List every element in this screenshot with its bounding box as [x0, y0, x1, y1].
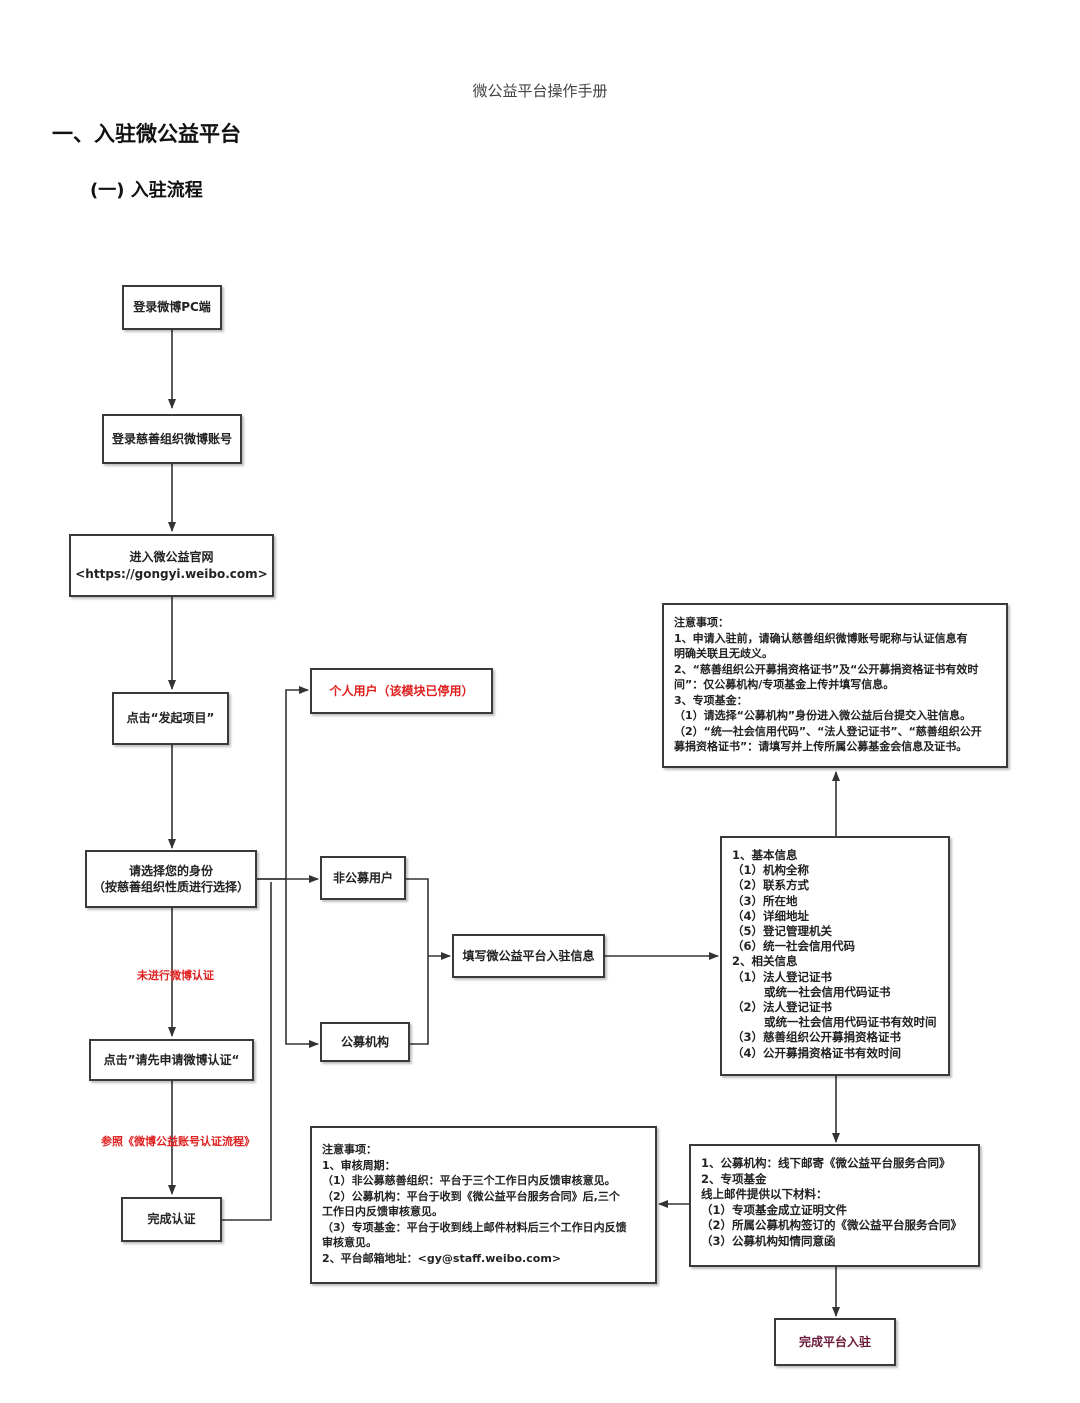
list-line: （1）请选择“公募机构”身份进入微公益后台提交入驻信息。 [674, 709, 972, 722]
list-line: （4）详细地址 [732, 908, 810, 923]
edge-identity-branches [257, 686, 309, 880]
node-login-account: 登录慈善组织微博账号 [102, 414, 242, 464]
list-line: 审核意见。 [322, 1236, 377, 1249]
node-public-org: 公募机构 [320, 1022, 410, 1062]
label-refer-process: 参照《微博公益账号认证流程》 [101, 1135, 255, 1148]
list-line: 1、申请入驻前，请确认慈善组织微博账号昵称与认证信息有 [674, 631, 968, 645]
node-notice-top: 注意事项： 1、申请入驻前，请确认慈善组织微博账号昵称与认证信息有明确关联且无歧义… [662, 603, 1008, 768]
list-line: （2）联系方式 [732, 878, 810, 893]
list-line: 注意事项： [674, 616, 729, 629]
list-line: 募捐资格证书”：请填写并上传所属公募基金会信息及证书。 [674, 740, 968, 753]
list-line: 2、平台邮箱地址：<gy@staff.weibo.com> [322, 1251, 561, 1265]
list-line: （1）机构全称 [732, 863, 810, 878]
list-line: 或统一社会信用代码证书有效时间 [732, 1015, 937, 1030]
list-line: 线上邮件提供以下材料： [701, 1187, 828, 1202]
node-fill-info: 填写微公益平台入驻信息 [452, 934, 605, 978]
node-apply-verify: 点击”请先申请微博认证“ [89, 1039, 254, 1081]
subsection-heading: (一) 入驻流程 [90, 180, 203, 201]
list-line: 明确关联且无歧义。 [674, 647, 773, 660]
list-line: （2）公募机构：平台于收到《微公益平台服务合同》后,三个 [322, 1189, 620, 1203]
node-mail-list: 1、公募机构：线下邮寄《微公益平台服务合同》2、专项基金线上邮件提供以下材料：（… [689, 1144, 980, 1267]
list-line: （3）所在地 [732, 893, 798, 908]
list-line: 2、“慈善组织公开募捐资格证书”及“公开募捐资格证书有效时 [674, 662, 979, 676]
node-enter-site: 进入微公益官网 <https://gongyi.weibo.com> [69, 534, 274, 597]
list-line: （1）非公募慈善组织：平台于三个工作日内反馈审核意见。 [322, 1174, 616, 1187]
node-choose-identity: 请选择您的身份 （按慈善组织性质进行选择） [85, 850, 257, 908]
label-not-verified: 未进行微博认证 [137, 969, 214, 982]
list-line: （1）法人登记证书 [732, 969, 833, 984]
edge-identity-to-public [285, 879, 319, 1048]
list-line: （2）法人登记证书 [732, 1000, 833, 1015]
list-line: （6）统一社会信用代码 [732, 939, 856, 954]
list-line: 注意事项： [322, 1143, 377, 1156]
node-login-pc: 登录微博PC端 [122, 285, 222, 330]
list-line: 2、专项基金 [701, 1171, 767, 1186]
list-line: （3）专项基金：平台于收到线上邮件材料后三个工作日内反馈 [322, 1220, 627, 1234]
list-line: 1、审核周期： [322, 1158, 396, 1172]
node-non-public-user: 非公募用户 [320, 856, 406, 900]
node-individual-user: 个人用户（该模块已停用） [310, 668, 493, 714]
list-line: （1）专项基金成立证明文件 [701, 1202, 848, 1217]
list-line: 1、公募机构：线下邮寄《微公益平台服务合同》 [701, 1156, 951, 1170]
list-line: （5）登记管理机关 [732, 924, 833, 939]
node-complete-verify: 完成认证 [121, 1197, 222, 1242]
node-info-list: 1、基本信息（1）机构全称（2）联系方式（3）所在地（4）详细地址（5）登记管理… [720, 836, 950, 1076]
list-line: （2）“统一社会信用代码”、“法人登记证书”、“慈善组织公开 [674, 724, 982, 738]
list-line: 3、专项基金： [674, 693, 748, 707]
edge-nonpublic-to-fill [406, 878, 429, 1045]
list-line: 工作日内反馈审核意见。 [322, 1205, 443, 1218]
edge-complete-back [222, 882, 272, 1221]
list-line: （4）公开募捐资格证书有效时间 [732, 1045, 901, 1060]
list-line: 间”：仅公募机构/专项基金上传并填写信息。 [674, 678, 895, 691]
node-click-start: 点击“发起项目” [112, 692, 229, 745]
list-line: 1、基本信息 [732, 848, 798, 862]
section-heading: 一、入驻微公益平台 [52, 122, 241, 146]
list-line: 或统一社会信用代码证书 [732, 984, 891, 999]
node-finish: 完成平台入驻 [774, 1318, 896, 1366]
document-header: 微公益平台操作手册 [472, 82, 608, 100]
list-line: （2）所属公募机构签订的《微公益平台服务合同》 [701, 1218, 962, 1233]
node-notice-bottom: 注意事项： 1、审核周期： （1）非公募慈善组织：平台于三个工作日内反馈审核意见。 （… [310, 1126, 657, 1284]
list-line: （3）慈善组织公开募捐资格证书 [732, 1030, 901, 1045]
list-line: （3）公募机构知情同意函 [701, 1233, 836, 1248]
list-line: 2、相关信息 [732, 954, 798, 969]
